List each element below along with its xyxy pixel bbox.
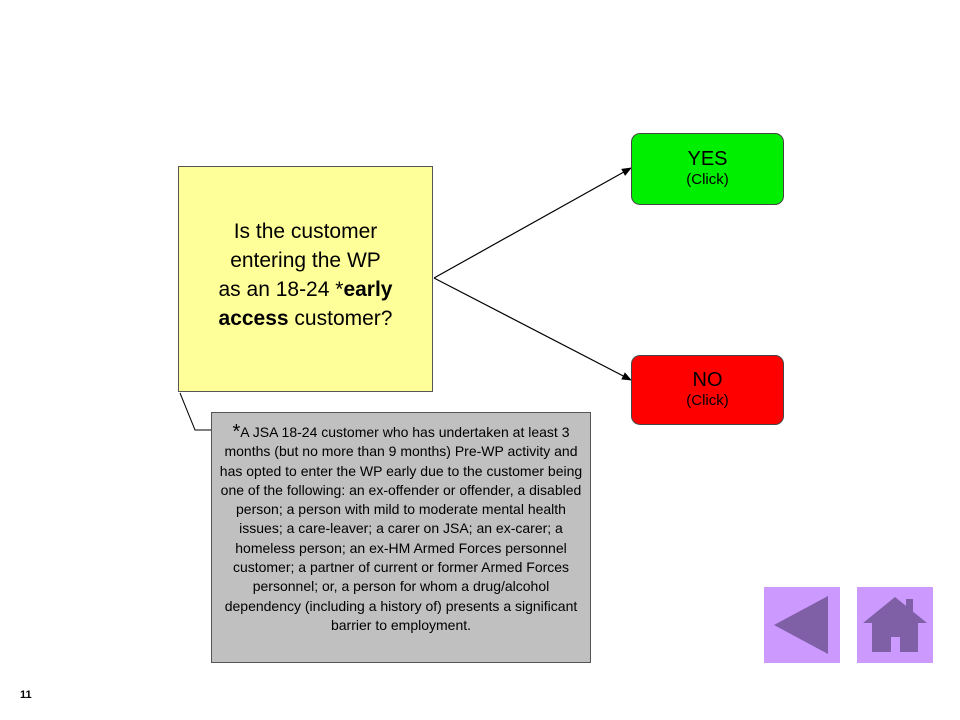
back-button[interactable]	[764, 587, 840, 663]
no-click-hint: (Click)	[686, 392, 729, 409]
home-button[interactable]	[857, 587, 933, 663]
early-access-footnote: *A JSA 18-24 customer who has undertaken…	[211, 412, 591, 663]
question-early-bold: early	[343, 278, 393, 301]
question-line-3: as an 18-24 *	[218, 278, 344, 301]
arrow-to-yes	[433, 167, 632, 279]
back-arrow-icon	[774, 596, 828, 654]
question-line-4: customer?	[288, 307, 393, 330]
no-label: NO	[692, 369, 723, 391]
footnote-asterisk: *	[232, 421, 241, 443]
page-number: 11	[20, 689, 32, 701]
yes-button[interactable]: YES (Click)	[631, 133, 784, 205]
footnote-callout-line	[179, 392, 211, 431]
home-icon	[863, 597, 927, 652]
question-line-2: entering the WP	[230, 249, 381, 272]
arrow-to-no	[433, 277, 632, 381]
yes-click-hint: (Click)	[686, 171, 729, 188]
yes-label: YES	[687, 148, 728, 170]
footnote-text: A JSA 18-24 customer who has undertaken …	[219, 424, 583, 633]
question-access-bold: access	[218, 307, 289, 330]
no-button[interactable]: NO (Click)	[631, 355, 784, 425]
question-line-1: Is the customer	[233, 220, 378, 243]
question-text: Is the customer entering the WP as an 18…	[219, 217, 393, 333]
question-box: Is the customer entering the WP as an 18…	[178, 166, 433, 392]
